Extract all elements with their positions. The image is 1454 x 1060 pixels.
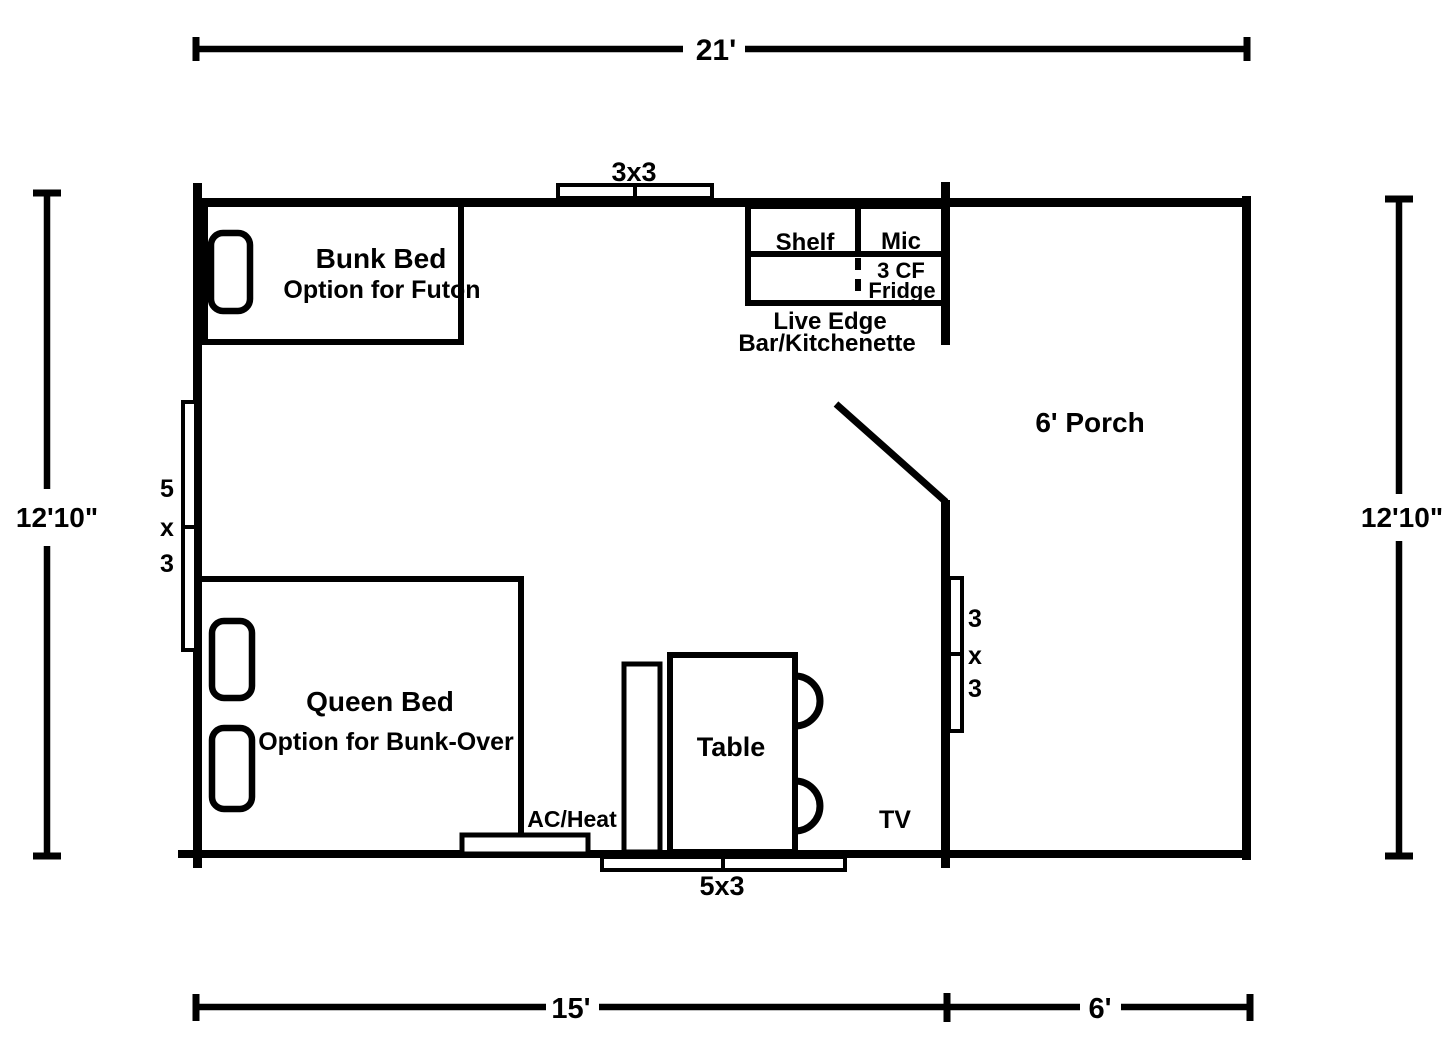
window-bottom-label: 5x3 — [699, 871, 744, 901]
ac-heat-box — [459, 832, 591, 857]
bunk-bed-outline — [202, 200, 464, 345]
wall-right — [1242, 196, 1251, 860]
bench — [621, 661, 663, 855]
window-porch-label-3: 3 — [968, 675, 982, 703]
wall-top — [193, 198, 1251, 207]
queen-bed-subtitle: Option for Bunk-Over — [258, 728, 514, 756]
table-label: Table — [697, 732, 766, 762]
bottom-dimension-label-cabin: 15' — [551, 993, 590, 1025]
right-dimension: 12'10" — [1361, 195, 1443, 860]
kitchenette-caption-line-1: Live Edge — [773, 308, 886, 335]
ac-heat-label: AC/Heat — [527, 806, 617, 832]
left-dimension-label: 12'10" — [16, 502, 98, 533]
top-dimension: 21' — [192, 34, 1251, 67]
left-dimension: 12'10" — [16, 189, 98, 860]
bottom-dimension-label-porch: 6' — [1088, 993, 1111, 1025]
queen-bed-outline — [196, 576, 524, 857]
window-bottom-5x3: 5x3 — [600, 855, 847, 901]
bunk-bed-area: Bunk Bed Option for Futon — [202, 200, 481, 345]
window-top-3x3: 3x3 — [556, 157, 714, 200]
queen-bed-pillow-2 — [208, 724, 256, 813]
window-top-label: 3x3 — [611, 157, 656, 187]
kitchenette-fridge-label-1: 3 CF — [877, 258, 925, 283]
kitchenette: Shelf Mic 3 CF Fridge Live Edge Bar/Kitc… — [738, 203, 948, 357]
chair-1 — [794, 672, 824, 730]
queen-bed-area: Queen Bed Option for Bunk-Over — [196, 576, 524, 857]
kitchenette-mic-label: Mic — [881, 228, 921, 255]
window-left-5x3: 5 x 3 — [160, 400, 198, 652]
queen-bed-title: Queen Bed — [306, 686, 454, 717]
right-dimension-label: 12'10" — [1361, 502, 1443, 533]
porch-label: 6' Porch — [1035, 407, 1144, 438]
ac-heat-unit: AC/Heat — [459, 806, 617, 857]
tv-label: TV — [879, 806, 911, 834]
window-left-label-1: 5 — [160, 475, 174, 503]
window-left-label-3: 3 — [160, 550, 174, 578]
dining-area: Table — [621, 652, 824, 855]
bunk-bed-pillow — [207, 229, 254, 315]
kitchenette-caption-line-2: Bar/Kitchenette — [738, 330, 915, 357]
chair-2 — [794, 777, 824, 835]
window-porch-label-2: x — [968, 642, 982, 670]
window-left-label-2: x — [160, 514, 174, 542]
bottom-dimension: 15' 6' — [192, 993, 1254, 1025]
top-dimension-label: 21' — [696, 34, 737, 67]
door-swing-line — [833, 401, 949, 505]
window-porch-3x3: 3 x 3 — [947, 576, 982, 733]
bunk-bed-title: Bunk Bed — [316, 243, 447, 274]
bunk-bed-subtitle: Option for Futon — [283, 276, 480, 304]
queen-bed-pillow-1 — [208, 617, 256, 702]
kitchenette-fridge-label-2: Fridge — [868, 278, 935, 303]
wall-porch-lower — [941, 500, 950, 868]
kitchenette-shelf-label: Shelf — [776, 229, 836, 256]
dining-table — [667, 652, 798, 855]
window-porch-label-1: 3 — [968, 605, 982, 633]
